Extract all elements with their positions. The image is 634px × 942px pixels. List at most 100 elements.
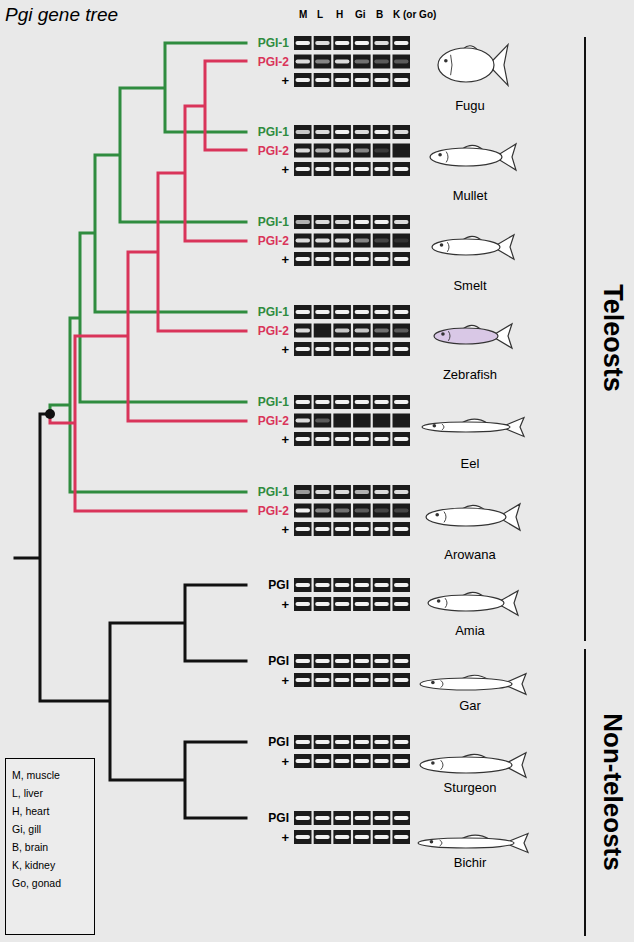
gel-band (394, 220, 409, 224)
gel-band (394, 678, 409, 682)
group-bracket (584, 38, 586, 935)
gel-lane (314, 830, 332, 844)
gel-lane (294, 395, 312, 409)
column-header: K (or Go) (393, 9, 436, 20)
gel-band (296, 659, 311, 663)
gel-lane (353, 73, 371, 87)
gel-lane (294, 55, 312, 69)
gene-label: PGI-1 (258, 215, 289, 229)
gel-band (394, 239, 409, 243)
gel-band (335, 167, 350, 171)
gel-band (374, 239, 389, 243)
gel-lane (314, 654, 332, 668)
gel-lane (353, 485, 371, 499)
gel-lane (373, 504, 391, 518)
gel-lane (373, 125, 391, 139)
gel-lane (294, 162, 312, 176)
species-name: Fugu (455, 98, 485, 113)
legend-box: M, muscleL, liverH, heartGi, gillB, brai… (5, 758, 95, 935)
gel-band (296, 78, 311, 82)
gel-band (355, 678, 370, 682)
gel-band (355, 490, 370, 494)
gel-band (355, 220, 370, 224)
gel-band (296, 60, 311, 64)
control-label: + (281, 162, 289, 177)
gel-band (335, 149, 350, 153)
gel-band (296, 329, 311, 333)
gel-lane (393, 754, 411, 768)
gene-label: PGI-2 (258, 414, 289, 428)
species-name: Eel (461, 456, 480, 471)
gel-band (296, 437, 311, 441)
species-name: Smelt (453, 278, 486, 293)
gel-lane (333, 414, 351, 428)
gel-lane (314, 144, 332, 158)
gel-band (315, 78, 330, 82)
gel-band (315, 400, 330, 404)
gel-band (335, 816, 350, 820)
gel-lane (314, 735, 332, 749)
gel-lane (353, 735, 371, 749)
gel-band (355, 167, 370, 171)
species-name: Amia (455, 623, 485, 638)
gel-lane (353, 215, 371, 229)
gel-band (374, 78, 389, 82)
gel-lane (373, 252, 391, 266)
fish-eye (441, 332, 445, 336)
gel-band (374, 149, 389, 153)
gene-label: PGI-1 (258, 125, 289, 139)
gel-lane (314, 234, 332, 248)
gel-lane (314, 485, 332, 499)
gel-band (374, 257, 389, 261)
gel-lane (373, 673, 391, 687)
gel-band (394, 509, 409, 513)
gel-lane (373, 162, 391, 176)
gel-lane (393, 395, 411, 409)
gel-lane (373, 234, 391, 248)
gel-lane (393, 324, 411, 338)
gel-band (394, 527, 409, 531)
gel-band (335, 678, 350, 682)
gel-lane (353, 830, 371, 844)
fish-gill (441, 760, 443, 770)
gel-lane (314, 597, 332, 611)
gel-band (335, 310, 350, 314)
gel-lane (373, 432, 391, 446)
gel-lane (333, 754, 351, 768)
gel-band (374, 490, 389, 494)
gel-lane (353, 125, 371, 139)
fish-eye (430, 840, 434, 844)
gel-band (374, 41, 389, 45)
gel-lane (333, 73, 351, 87)
gel-band (374, 347, 389, 351)
fish-gill (451, 55, 452, 75)
gel-band (335, 400, 350, 404)
gel-band (374, 759, 389, 763)
gel-band (374, 509, 389, 513)
gel-band (296, 490, 311, 494)
gel-band (335, 130, 350, 134)
gel-band (335, 527, 350, 531)
gel-lane (294, 342, 312, 356)
gel-band (315, 347, 330, 351)
gel-lane (393, 830, 411, 844)
gel-band (394, 816, 409, 820)
column-header: L (317, 9, 323, 20)
gel-band (335, 41, 350, 45)
fish-body (438, 48, 494, 82)
gel-band (335, 509, 350, 513)
gel-lane (393, 55, 411, 69)
gel-lane (294, 754, 312, 768)
gel-band (296, 602, 311, 606)
gel-lane (373, 324, 391, 338)
gel-lane (314, 73, 332, 87)
gel-band (355, 740, 370, 744)
gel-band (394, 400, 409, 404)
gel-band (355, 583, 370, 587)
gene-label: PGI (268, 654, 289, 668)
gel-band (374, 602, 389, 606)
gel-band (335, 659, 350, 663)
